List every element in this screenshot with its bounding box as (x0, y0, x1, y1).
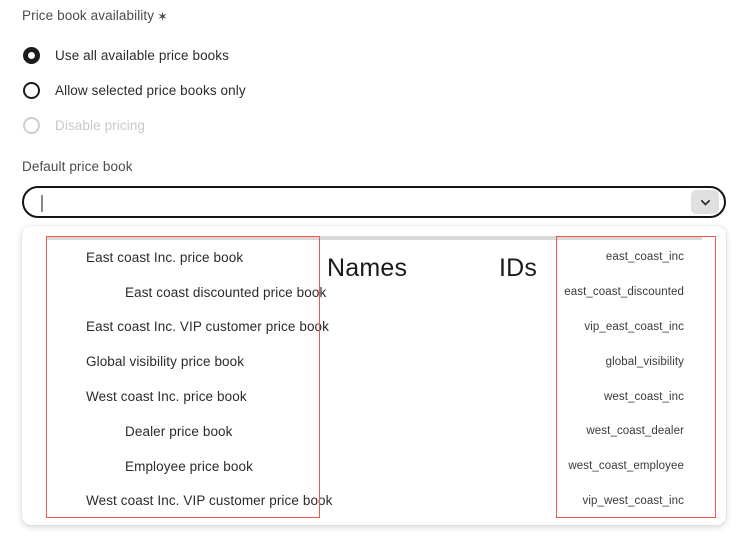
price-book-option-name: East coast Inc. VIP customer price book (86, 319, 330, 335)
price-book-availability-label-text: Price book availability (22, 8, 155, 23)
price-book-option[interactable]: West coast Inc. VIP customer price book v… (46, 484, 702, 519)
default-price-book-label: Default price book (22, 159, 133, 174)
price-book-option-name: Dealer price book (125, 423, 233, 439)
price-book-option-id: west_coast_inc (603, 390, 684, 403)
price-book-option-name: West coast Inc. VIP customer price book (86, 493, 333, 509)
radio-selected-icon (23, 47, 40, 64)
text-caret (41, 195, 43, 212)
price-book-dropdown-panel: East coast Inc. price book east_coast_inc… (22, 226, 726, 525)
radio-option-label: Disable pricing (55, 118, 146, 133)
price-book-option[interactable]: East coast Inc. price book east_coast_inc (46, 240, 702, 275)
price-book-option[interactable]: Dealer price book west_coast_dealer (46, 414, 702, 449)
price-book-option[interactable]: West coast Inc. price book west_coast_inc (46, 379, 702, 414)
annotation-label-names: Names (327, 254, 408, 282)
radio-option-disable-pricing: Disable pricing (22, 108, 442, 143)
default-price-book-combobox[interactable] (22, 186, 726, 218)
price-book-option-id: vip_west_coast_inc (582, 494, 684, 507)
price-book-option[interactable]: Global visibility price book global_visib… (46, 344, 702, 379)
radio-unselected-icon (23, 82, 40, 99)
price-book-availability-radio-group: Use all available price books Allow sele… (22, 38, 442, 143)
price-book-option-list[interactable]: East coast Inc. price book east_coast_inc… (46, 236, 702, 518)
price-book-option-id: global_visibility (605, 355, 684, 368)
price-book-option-name: Global visibility price book (86, 354, 245, 370)
price-book-option-id: vip_east_coast_inc (584, 320, 684, 333)
radio-disabled-icon (23, 117, 40, 134)
price-book-option[interactable]: East coast discounted price book east_coa… (46, 275, 702, 310)
price-book-option-name: West coast Inc. price book (86, 389, 247, 405)
price-book-option-name: East coast discounted price book (125, 284, 327, 300)
price-book-option[interactable]: Employee price book west_coast_employee (46, 449, 702, 484)
price-book-availability-label: Price book availability✶ (22, 8, 168, 24)
price-book-option-name: Employee price book (125, 458, 253, 474)
required-asterisk-icon: ✶ (157, 9, 169, 24)
annotation-label-ids: IDs (499, 254, 538, 282)
radio-option-allow-selected-only[interactable]: Allow selected price books only (22, 73, 442, 108)
radio-option-use-all-available[interactable]: Use all available price books (22, 38, 442, 73)
radio-option-label: Use all available price books (55, 48, 229, 63)
radio-option-label: Allow selected price books only (55, 83, 246, 98)
price-book-option-id: east_coast_inc (605, 251, 684, 264)
price-book-option[interactable]: East coast Inc. VIP customer price book v… (46, 310, 702, 345)
chevron-down-icon[interactable] (691, 190, 719, 214)
price-book-option-id: west_coast_employee (568, 460, 684, 473)
price-book-option-id: east_coast_discounted (564, 286, 684, 299)
price-book-option-id: west_coast_dealer (586, 425, 684, 438)
price-book-option-name: East coast Inc. price book (86, 249, 244, 265)
default-price-book-input[interactable] (24, 189, 691, 215)
